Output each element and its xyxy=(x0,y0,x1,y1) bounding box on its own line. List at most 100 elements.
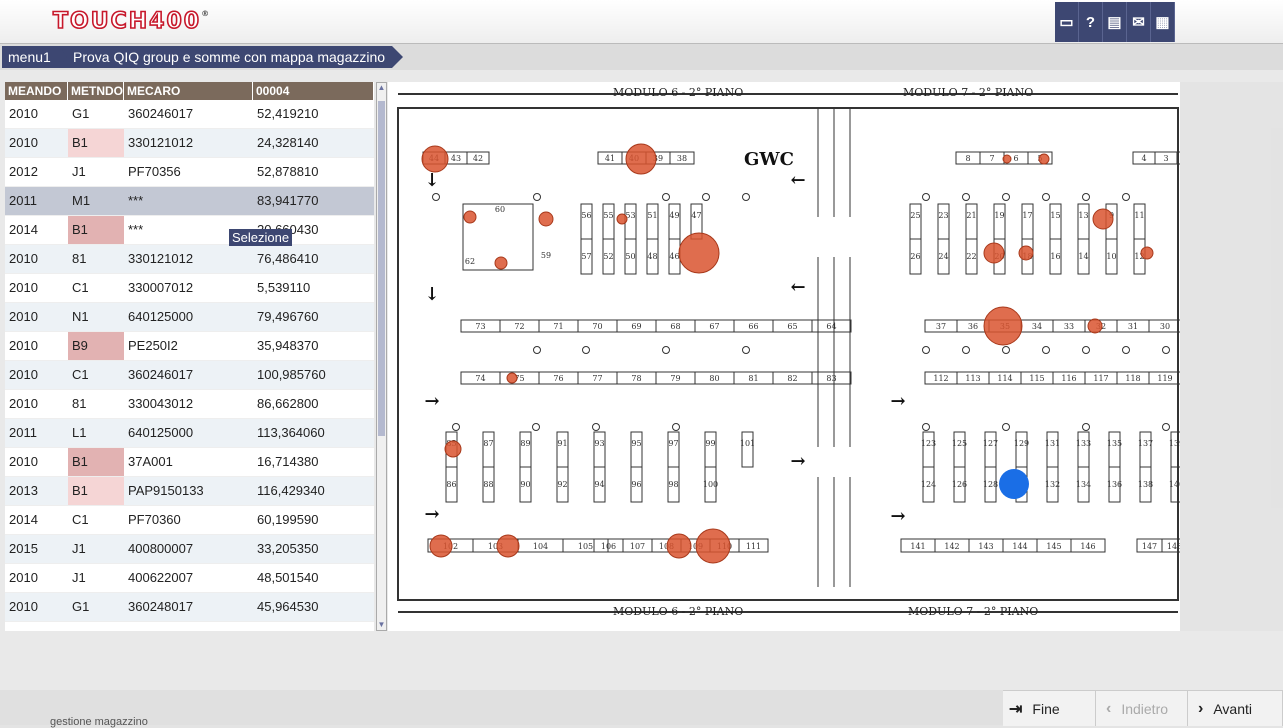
shelf-number: 19 xyxy=(994,211,1004,220)
stock-bubble xyxy=(625,143,657,175)
shelf-cell xyxy=(556,431,569,468)
avanti-button[interactable]: › Avanti xyxy=(1188,691,1283,726)
table-cell: *** xyxy=(128,193,144,208)
shelf-cell xyxy=(1077,466,1090,503)
shelf-number: 106 xyxy=(601,542,616,551)
pillar xyxy=(672,423,680,431)
breadcrumb-item-current[interactable]: Prova QIQ group e somme con mappa magazz… xyxy=(59,46,403,68)
pillar xyxy=(582,346,590,354)
shelf-number: 137 xyxy=(1138,439,1153,448)
scroll-up-icon[interactable]: ▲ xyxy=(377,83,386,92)
grid-scrollbar[interactable]: ▲ ▼ xyxy=(376,82,387,631)
shelf-number: 108 xyxy=(659,542,674,551)
shelf-number: 139 xyxy=(1169,439,1180,448)
column-header-meando[interactable]: MEANDO xyxy=(5,82,68,100)
table-row[interactable]: 2010C1PF7036038,929410 xyxy=(5,622,374,631)
breadcrumb-item-menu1[interactable]: menu1 xyxy=(2,46,72,68)
shelf-number: 71 xyxy=(553,322,563,331)
pillar xyxy=(1042,346,1050,354)
table-cell: 2010 xyxy=(9,135,38,150)
shelf-number: 135 xyxy=(1107,439,1122,448)
shelf-block xyxy=(462,203,534,271)
shelf-cell xyxy=(984,466,997,503)
shelf-cell xyxy=(630,466,643,503)
help-icon[interactable]: ? xyxy=(1079,2,1103,42)
shelf-cell xyxy=(667,431,680,468)
shelf-cell xyxy=(741,431,754,468)
breadcrumb: menu1 Prova QIQ group e somme con mappa … xyxy=(0,44,1283,70)
stock-bubble xyxy=(496,534,520,558)
toolbar: ▭?▤✉▦ xyxy=(1055,2,1175,42)
shelf-number: 111 xyxy=(746,542,761,551)
table-cell: 2014 xyxy=(9,512,38,527)
shelf-number: 103 xyxy=(488,542,503,551)
shelf-cell xyxy=(811,319,852,333)
document-icon[interactable]: ▤ xyxy=(1103,2,1127,42)
indietro-button[interactable]: ‹ Indietro xyxy=(1096,691,1188,726)
monitor-icon[interactable]: ▭ xyxy=(1055,2,1079,42)
table-cell: 2014 xyxy=(9,222,38,237)
pillar xyxy=(662,193,670,201)
grid-icon[interactable]: ▦ xyxy=(1151,2,1175,42)
table-cell: B1 xyxy=(68,448,124,476)
column-header-mecaro[interactable]: MECARO xyxy=(124,82,253,100)
table-cell: 81 xyxy=(72,251,87,266)
fine-button[interactable]: ⇥ Fine xyxy=(1003,691,1096,726)
shelf-number: 33 xyxy=(1064,322,1074,331)
shelf-number: 95 xyxy=(631,439,641,448)
shelf-number: 140 xyxy=(1169,480,1180,489)
shelf-number: 114 xyxy=(997,374,1012,383)
shelf-cell xyxy=(909,238,922,275)
table-cell: 24,328140 xyxy=(257,135,319,150)
table-cell: 35,948370 xyxy=(257,338,319,353)
table-cell: 2010 xyxy=(9,309,38,324)
shelf-number: 113 xyxy=(965,374,980,383)
table-cell: 360246017 xyxy=(128,367,194,382)
shelf-number: 124 xyxy=(921,480,936,489)
shelf-cell xyxy=(1027,151,1053,165)
table-cell: 38,929410 xyxy=(253,622,374,631)
shelf-number: 55 xyxy=(603,211,613,220)
pillar xyxy=(742,346,750,354)
table-cell: J1 xyxy=(72,541,86,556)
shelf-cell xyxy=(1070,538,1106,553)
shelf-number: 59 xyxy=(541,251,551,260)
indietro-label: Indietro xyxy=(1121,700,1169,717)
shelf-number: 73 xyxy=(475,322,485,331)
column-header-metndo[interactable]: METNDO xyxy=(68,82,124,100)
column-header-00004[interactable]: 00004 xyxy=(253,82,374,100)
mail-icon[interactable]: ✉ xyxy=(1127,2,1151,42)
shelf-number: 34 xyxy=(1032,322,1042,331)
shelf-cell xyxy=(1015,431,1028,468)
pillar xyxy=(1002,193,1010,201)
shelf-number: 144 xyxy=(1012,542,1027,551)
scroll-down-icon[interactable]: ▼ xyxy=(377,620,386,629)
arrow-icon: → xyxy=(890,506,905,527)
shelf-number: 74 xyxy=(475,374,485,383)
table-cell: C1 xyxy=(72,280,89,295)
shelf-number: 23 xyxy=(938,211,948,220)
shelf-cell xyxy=(482,466,495,503)
shelf-number: 26 xyxy=(910,252,920,261)
scroll-thumb[interactable] xyxy=(378,101,385,436)
